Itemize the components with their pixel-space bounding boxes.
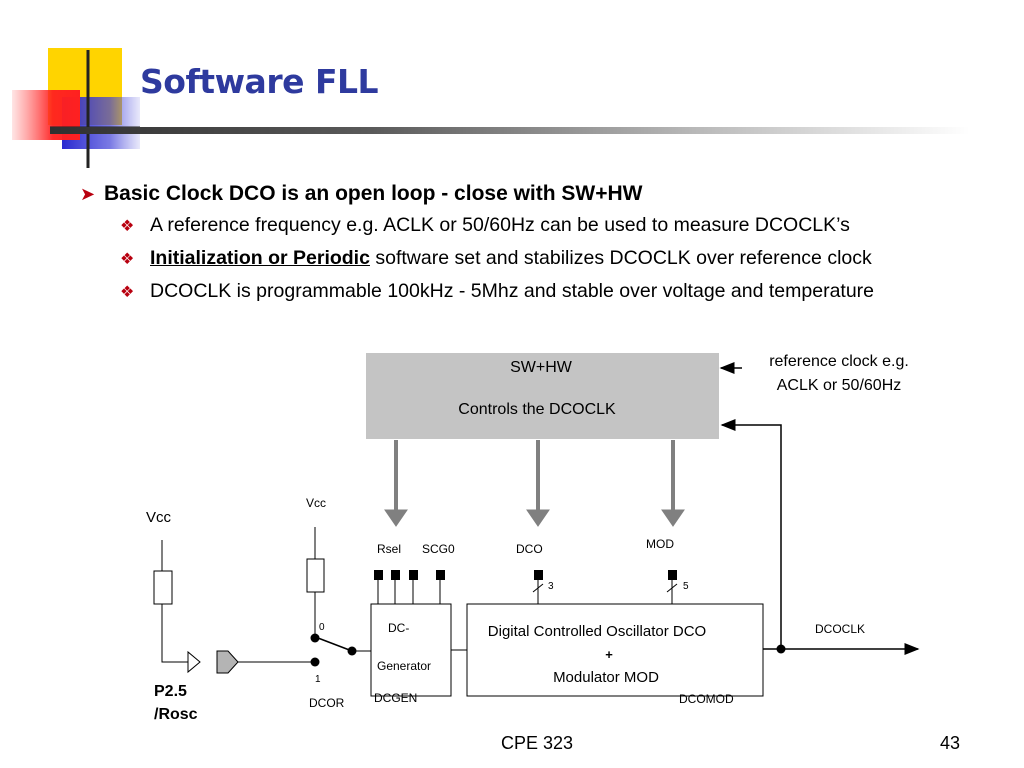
oscillator-line2: Modulator MOD [553, 669, 659, 686]
mod-bus-width: 5 [683, 581, 689, 592]
diamond-bullet-icon: ❖ [120, 251, 135, 268]
dcomod-label: DCOMOD [679, 692, 734, 706]
switch-contact-0 [310, 633, 320, 643]
ref-clock-line1: reference clock e.g. [769, 353, 909, 370]
switch-blade [317, 637, 353, 652]
dco-bus-width: 3 [548, 581, 554, 592]
dco-bus-slash [532, 583, 544, 593]
mod-bus-slash [666, 583, 678, 593]
pin-label-line1: P2.5 [154, 683, 187, 700]
resistor-right [306, 558, 325, 593]
pin-pad-icon [216, 650, 239, 674]
sub-bullet-3: ❖ DCOCLK is programmable 100kHz - 5Mhz an… [120, 280, 874, 303]
switch-pos1-label: 1 [315, 674, 321, 685]
control-box [366, 353, 719, 439]
footer-course: CPE 323 [501, 733, 574, 753]
dcgen-label: DCGEN [374, 691, 417, 705]
scg0-bit [436, 570, 445, 580]
dcgen-block [370, 603, 452, 697]
pin-label-line2: /Rosc [154, 706, 198, 723]
mod-label: MOD [646, 537, 674, 551]
sub-bullet-3-text: DCOCLK is programmable 100kHz - 5Mhz and… [150, 280, 875, 302]
switch-pos0-label: 0 [319, 622, 325, 633]
dco-control-arrow-head [526, 509, 550, 527]
slide-title: Software FLL [140, 62, 379, 101]
control-box-line1: SW+HW [510, 359, 573, 376]
oscillator-line1: Digital Controlled Oscillator DCO [488, 623, 706, 640]
dcgen-line1: DC- [388, 621, 409, 635]
dcoclk-junction [776, 644, 786, 654]
pin-buffer-triangle [187, 650, 201, 674]
vcc-left-label: Vcc [146, 509, 172, 526]
vcc-right-label: Vcc [306, 496, 326, 510]
dcgen-line2: Generator [377, 659, 431, 673]
sub-bullet-2: ❖ Initialization or Periodic software set… [120, 247, 872, 270]
feedback-line [720, 419, 782, 649]
diamond-bullet-icon: ❖ [120, 284, 135, 301]
main-bullet: ➤ Basic Clock DCO is an open loop - close… [80, 182, 643, 206]
control-box-line2: Controls the DCOCLK [458, 401, 616, 418]
rsel-bit-2 [391, 570, 400, 580]
resistor-left [153, 570, 173, 605]
sub-bullet-1: ❖ A reference frequency e.g. ACLK or 50/6… [120, 214, 850, 237]
main-bullet-text: Basic Clock DCO is an open loop - close … [104, 182, 643, 205]
sub-bullet-2-text: software set and stabilizes DCOCLK over … [369, 247, 872, 269]
switch-contact-1 [310, 657, 320, 667]
control-arrows [384, 440, 685, 527]
arrow-bullet-icon: ➤ [80, 184, 96, 204]
diamond-bullet-icon: ❖ [120, 218, 135, 235]
ref-clock-line2: ACLK or 50/60Hz [777, 377, 902, 394]
rsel-control-arrow-head [384, 509, 408, 527]
rsel-bit-3 [409, 570, 418, 580]
rsel-bit-1 [374, 570, 383, 580]
control-register-bits [374, 570, 678, 604]
title-underline-rule [50, 127, 970, 134]
sub-bullet-1-text: A reference frequency e.g. ACLK or 50/60… [150, 214, 850, 236]
dco-label: DCO [516, 542, 543, 556]
sub-bullet-2-emphasis: Initialization or Periodic [150, 247, 370, 269]
dcoclk-label: DCOCLK [815, 622, 865, 636]
dco-bit [534, 570, 543, 580]
oscillator-plus: + [605, 647, 613, 662]
oscillator-block [466, 603, 764, 697]
scg0-label: SCG0 [422, 542, 455, 556]
dcor-label: DCOR [309, 696, 345, 710]
rsel-label: Rsel [377, 542, 401, 556]
mod-control-arrow-head [661, 509, 685, 527]
page-number: 43 [940, 733, 961, 753]
mod-bit [668, 570, 677, 580]
resistor-left-wire [161, 604, 188, 663]
